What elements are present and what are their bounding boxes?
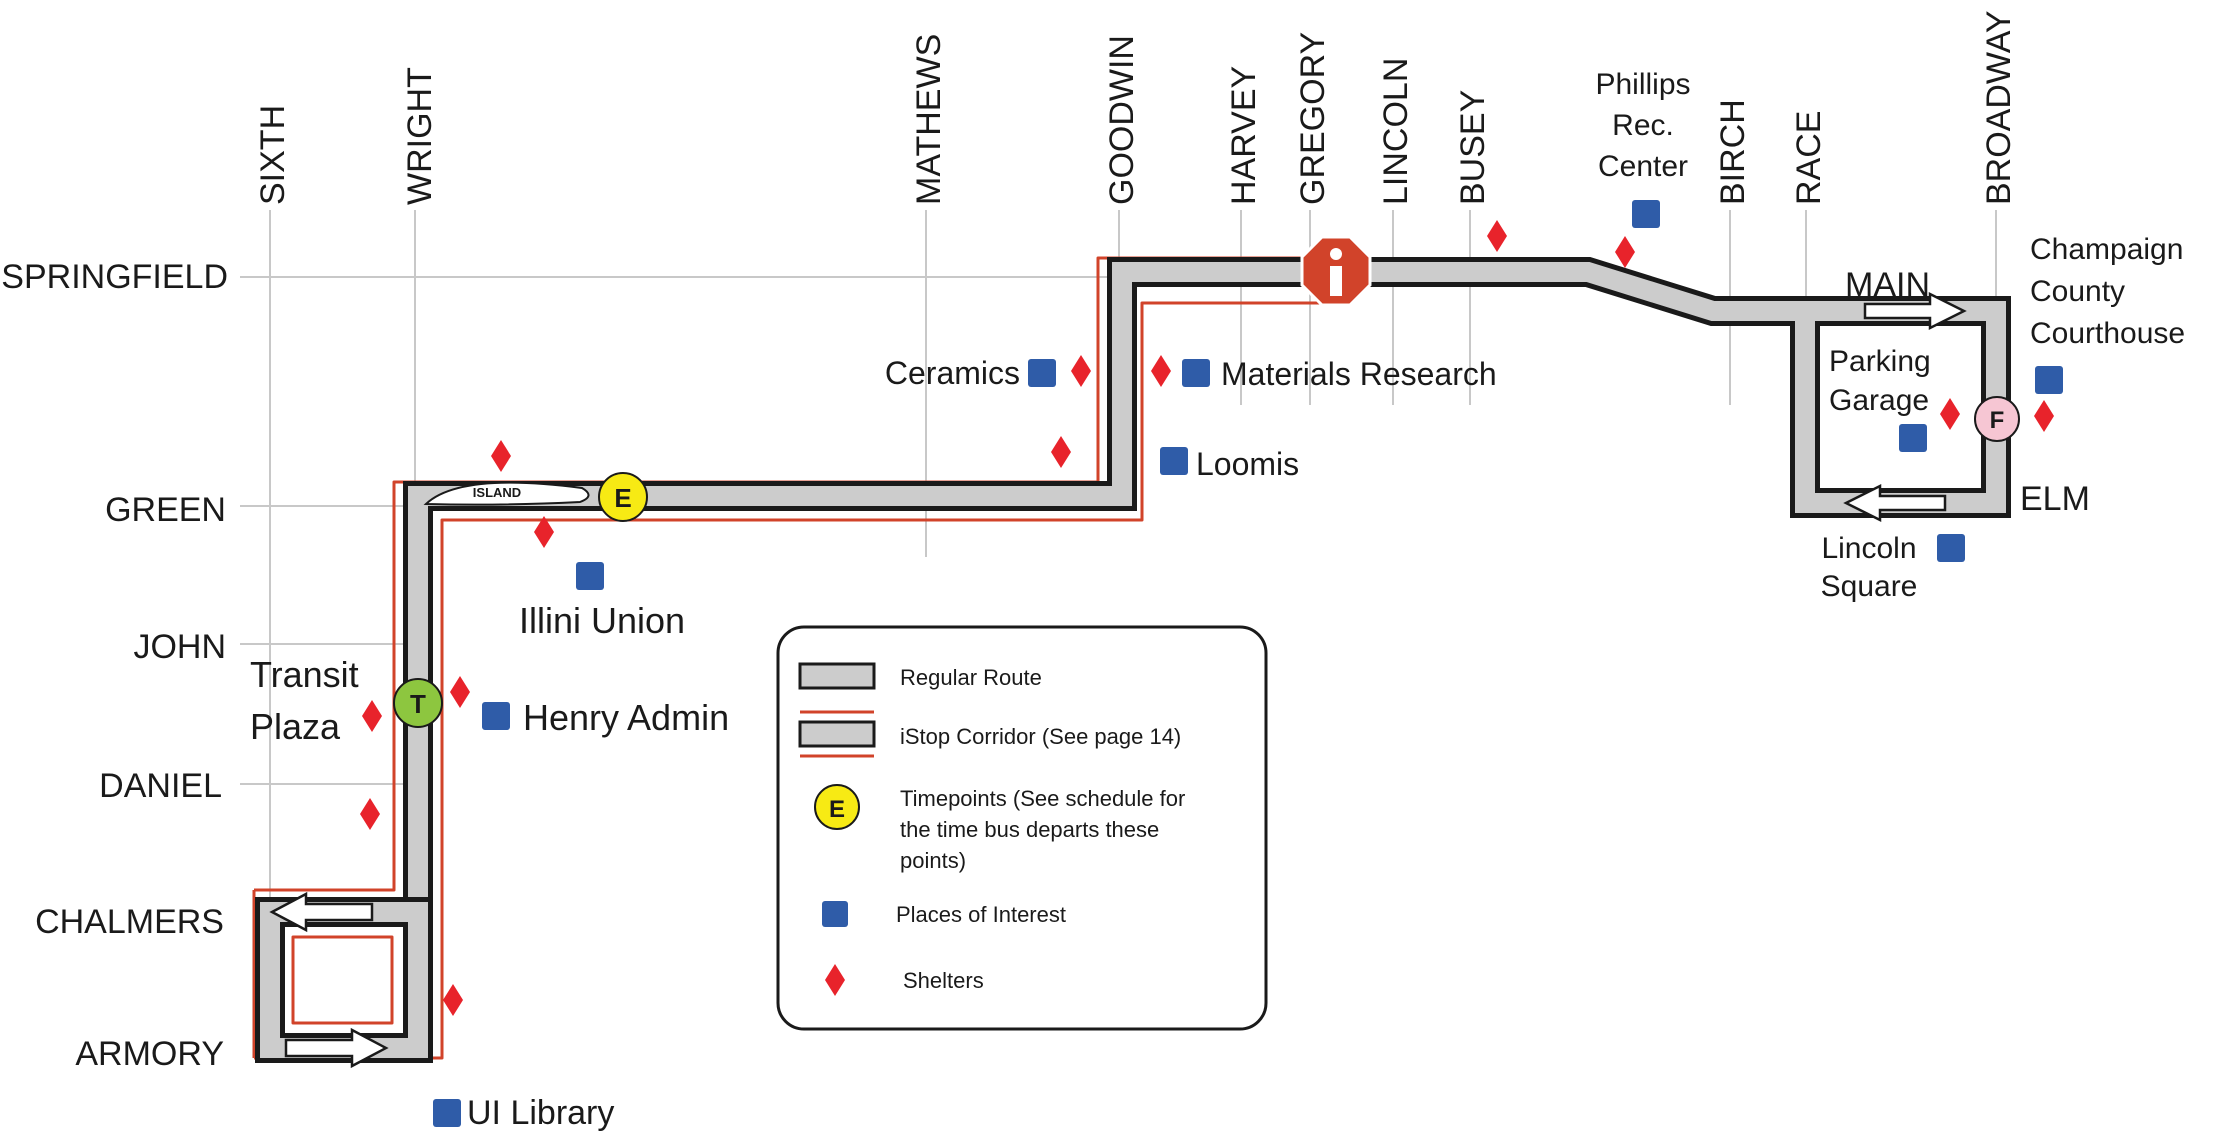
poi-icon (1182, 359, 1210, 387)
label-phillips-3: Center (1598, 150, 1688, 183)
svg-text:Shelters: Shelters (903, 968, 984, 993)
street-label-busey: BUSEY (1454, 90, 1492, 205)
poi-icon (576, 562, 604, 590)
svg-text:E: E (614, 483, 631, 513)
label-courthouse-1: Champaign (2030, 233, 2183, 266)
timepoint-e: E (598, 472, 648, 522)
direction-arrows (269, 291, 1967, 1069)
street-label-main: MAIN (1845, 266, 1930, 304)
shelter-icon (491, 440, 511, 472)
poi-icon (433, 1099, 461, 1127)
street-label-springfield: SPRINGFIELD (1, 258, 228, 296)
island-label: ISLAND (473, 485, 521, 500)
svg-text:Regular Route: Regular Route (900, 665, 1042, 690)
poi-icon (482, 702, 510, 730)
street-label-daniel: DANIEL (99, 767, 222, 805)
street-label-wright: WRIGHT (401, 67, 439, 205)
poi-icon (822, 901, 848, 927)
label-transit-1: Transit (250, 654, 359, 695)
street-label-elm: ELM (2020, 480, 2090, 518)
street-label-harvey: HARVEY (1225, 66, 1263, 205)
label-phillips-2: Rec. (1612, 109, 1674, 142)
legend-places: Places of Interest (822, 901, 1066, 927)
legend-timepoints: E Timepoints (See schedule for the time … (814, 784, 1185, 873)
label-courthouse-3: Courthouse (2030, 317, 2185, 350)
shelter-icon (443, 984, 463, 1016)
svg-text:E: E (829, 796, 845, 823)
legend: Regular Route iStop Corridor (See page 1… (776, 625, 1268, 1031)
legend-shelters: Shelters (825, 964, 984, 996)
label-lincoln-square-1: Lincoln (1821, 532, 1916, 565)
poi-icon (1028, 359, 1056, 387)
place-labels: Phillips Rec. Center Champaign County Co… (250, 68, 2185, 1132)
street-label-mathews: MATHEWS (910, 34, 948, 205)
street-label-green: GREEN (105, 491, 226, 529)
poi-icon (1899, 424, 1927, 452)
shelter-icon (360, 798, 380, 830)
label-loomis: Loomis (1196, 446, 1299, 482)
svg-text:Timepoints (See schedule for: Timepoints (See schedule for (900, 786, 1185, 811)
svg-text:iStop Corridor (See page 14): iStop Corridor (See page 14) (900, 724, 1181, 749)
street-label-john: JOHN (133, 628, 226, 666)
vertical-street-labels: SIXTH WRIGHT MATHEWS GOODWIN HARVEY GREG… (254, 10, 2018, 205)
legend-regular-route: Regular Route (798, 662, 1042, 690)
timepoint-t: T (393, 678, 443, 728)
shelter-icon (1615, 236, 1635, 268)
street-label-sixth: SIXTH (254, 105, 292, 205)
horizontal-street-labels: SPRINGFIELD GREEN JOHN DANIEL CHALMERS A… (1, 258, 2090, 1073)
poi-icon (1160, 447, 1188, 475)
label-ceramics: Ceramics (885, 355, 1020, 391)
street-label-broadway: BROADWAY (1980, 10, 2018, 205)
street-label-goodwin: GOODWIN (1103, 35, 1141, 205)
legend-box (776, 625, 1268, 1031)
street-label-birch: BIRCH (1714, 99, 1752, 205)
shelter-icon (450, 676, 470, 708)
street-label-armory: ARMORY (75, 1035, 224, 1073)
shelter-icon (1940, 398, 1960, 430)
shelter-icon (362, 700, 382, 732)
svg-text:Places of Interest: Places of Interest (896, 902, 1066, 927)
street-label-lincoln: LINCOLN (1377, 58, 1415, 205)
label-courthouse-2: County (2030, 275, 2125, 308)
places-of-interest (433, 200, 2063, 1127)
shelter-icon (2034, 400, 2054, 432)
timepoint-f: F (1974, 396, 2020, 442)
shelter-icon (1051, 436, 1071, 468)
street-label-gregory: GREGORY (1294, 32, 1332, 205)
label-phillips-1: Phillips (1595, 68, 1690, 101)
svg-text:T: T (410, 689, 426, 719)
svg-text:the time bus departs these: the time bus departs these (900, 817, 1159, 842)
shelter-icon (1071, 355, 1091, 387)
label-parking-1: Parking (1829, 345, 1931, 378)
shelter-icon (1151, 355, 1171, 387)
label-ui-library: UI Library (467, 1094, 614, 1132)
poi-icon (1632, 200, 1660, 228)
street-label-chalmers: CHALMERS (35, 903, 224, 941)
legend-istop-corridor: iStop Corridor (See page 14) (798, 710, 1181, 758)
label-illini-union: Illini Union (519, 600, 685, 641)
street-grid (240, 210, 1997, 1052)
svg-text:points): points) (900, 848, 966, 873)
label-lincoln-square-2: Square (1821, 570, 1918, 603)
label-parking-2: Garage (1829, 384, 1929, 417)
island: ISLAND (423, 481, 590, 506)
label-materials-research: Materials Research (1221, 356, 1497, 392)
label-henry-admin: Henry Admin (523, 697, 729, 738)
shelter-icon (1487, 220, 1507, 252)
label-transit-2: Plaza (250, 706, 341, 747)
street-label-race: RACE (1790, 111, 1828, 205)
svg-text:F: F (1990, 407, 2005, 434)
poi-icon (2035, 366, 2063, 394)
poi-icon (1937, 534, 1965, 562)
istop-icon (1300, 235, 1372, 307)
